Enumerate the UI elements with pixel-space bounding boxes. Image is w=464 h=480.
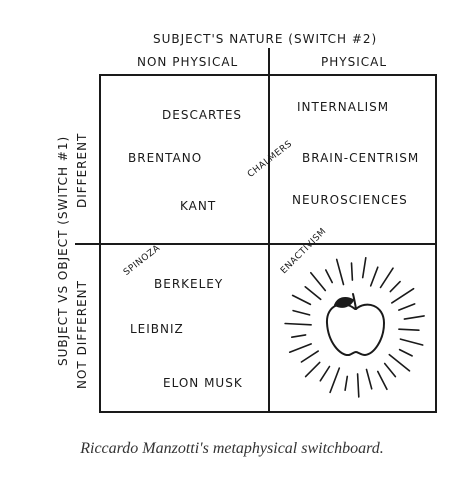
term-brentano: BRENTANO xyxy=(128,151,203,165)
sun-ray xyxy=(292,309,311,316)
term-elon-musk: ELON MUSK xyxy=(163,376,243,390)
sun-ray xyxy=(290,334,307,339)
sun-ray xyxy=(390,287,415,304)
sun-ray xyxy=(369,266,379,287)
sun-ray xyxy=(304,361,321,378)
sun-ray xyxy=(399,338,424,346)
sun-ray xyxy=(335,258,345,286)
sun-ray xyxy=(300,350,320,363)
sun-ray xyxy=(383,362,397,378)
sun-ray xyxy=(361,256,367,279)
sun-ray xyxy=(344,375,349,392)
sun-ray xyxy=(365,368,373,390)
term-neurosciences: NEUROSCIENCES xyxy=(292,193,408,207)
sun-ray xyxy=(350,262,354,281)
column-label-non-physical: NON PHYSICAL xyxy=(137,55,239,69)
sun-ray xyxy=(324,269,334,284)
column-label-physical: PHYSICAL xyxy=(321,55,388,69)
sun-ray xyxy=(329,367,341,394)
sun-rays xyxy=(284,256,425,398)
term-brain-centrism: BRAIN-CENTRISM xyxy=(302,151,420,165)
sun-ray xyxy=(284,322,312,326)
term-descartes: DESCARTES xyxy=(162,108,243,122)
sun-ray xyxy=(398,348,413,357)
sun-ray xyxy=(304,285,322,301)
sun-ray xyxy=(376,370,388,391)
top-axis-title: SUBJECT'S NATURE (SWITCH #2) xyxy=(153,32,378,46)
sun-ray xyxy=(309,271,327,292)
term-kant: KANT xyxy=(180,199,217,213)
sun-ray xyxy=(398,328,420,332)
sun-ray xyxy=(319,365,331,382)
term-berkeley: BERKELEY xyxy=(154,277,224,291)
figure-caption: Riccardo Manzotti's metaphysical switchb… xyxy=(80,440,384,457)
sun-ray xyxy=(291,294,312,306)
term-internalism: INTERNALISM xyxy=(297,100,390,114)
sun-ray xyxy=(397,303,416,311)
sun-ray xyxy=(288,343,313,354)
sun-ray xyxy=(403,315,425,320)
sun-ray xyxy=(389,280,401,293)
term-leibniz: LEIBNIZ xyxy=(130,322,184,336)
apple-icon xyxy=(325,293,385,356)
sun-ray xyxy=(379,267,394,289)
sun-ray xyxy=(388,353,411,372)
sun-ray xyxy=(356,373,360,398)
